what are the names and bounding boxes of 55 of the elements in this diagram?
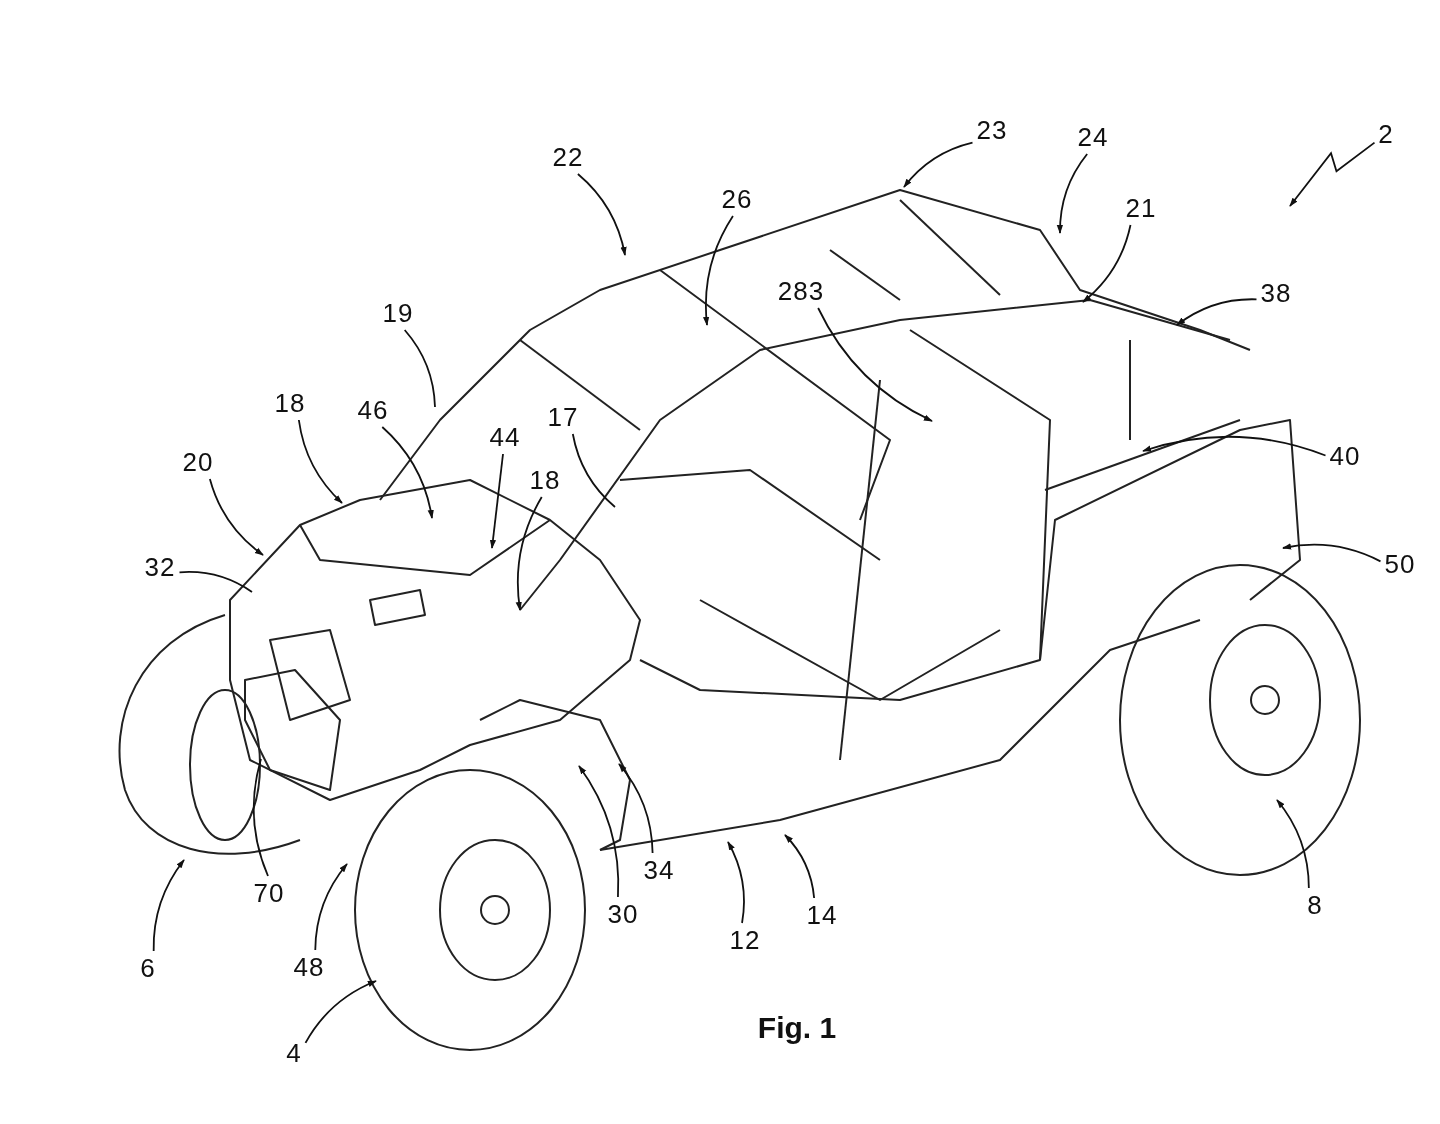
leader-line — [381, 426, 434, 519]
callout-number: 19 — [382, 300, 414, 326]
callout-number: 70 — [253, 880, 285, 906]
leader-line — [1142, 435, 1327, 457]
callout-number: 48 — [293, 954, 325, 980]
callout-number: 34 — [643, 857, 675, 883]
leader-line — [403, 329, 436, 408]
leader-line — [252, 758, 269, 877]
callout-number: 18 — [529, 467, 561, 493]
leader-line — [903, 141, 974, 188]
callout-number: 2 — [1378, 121, 1394, 147]
callout-number: 22 — [552, 144, 584, 170]
callout-number: 20 — [182, 449, 214, 475]
callout-number: 17 — [547, 404, 579, 430]
leader-line — [727, 841, 745, 924]
callout-number: 23 — [976, 117, 1008, 143]
leader-line — [515, 496, 543, 611]
leader-line — [1276, 799, 1310, 889]
callout-number: 24 — [1077, 124, 1109, 150]
leader-line — [152, 859, 185, 952]
callout-number: 46 — [357, 397, 389, 423]
leader-line — [817, 307, 933, 422]
callout-number: 18 — [274, 390, 306, 416]
leader-line — [209, 478, 264, 556]
leader-line — [1176, 298, 1258, 326]
leader-line — [1282, 543, 1382, 563]
callout-number: 44 — [489, 424, 521, 450]
leader-line — [297, 419, 343, 504]
callout-number: 26 — [721, 186, 753, 212]
leader-line — [489, 453, 504, 549]
leader-line — [571, 433, 616, 508]
leader-line — [1289, 141, 1376, 207]
leader-line — [178, 571, 253, 593]
callout-number: 283 — [777, 278, 825, 304]
callout-number: 50 — [1384, 551, 1416, 577]
leader-line — [784, 834, 816, 899]
callout-number: 4 — [286, 1040, 302, 1066]
leader-line — [1056, 153, 1089, 234]
leader-line — [618, 763, 654, 854]
callout-number: 6 — [140, 955, 156, 981]
leader-line — [314, 863, 348, 951]
callout-number: 12 — [729, 927, 761, 953]
figure-caption: Fig. 1 — [757, 1011, 837, 1045]
callout-number: 32 — [144, 554, 176, 580]
leader-line — [577, 173, 627, 256]
callout-number: 8 — [1307, 892, 1323, 918]
callout-number: 40 — [1329, 443, 1361, 469]
leader-line — [703, 215, 734, 326]
leader-line — [304, 980, 377, 1044]
callout-number: 21 — [1125, 195, 1157, 221]
leader-line — [578, 765, 620, 898]
leader-line — [1082, 224, 1132, 303]
callout-number: 30 — [607, 901, 639, 927]
callout-number: 14 — [806, 902, 838, 928]
callout-number: 38 — [1260, 280, 1292, 306]
